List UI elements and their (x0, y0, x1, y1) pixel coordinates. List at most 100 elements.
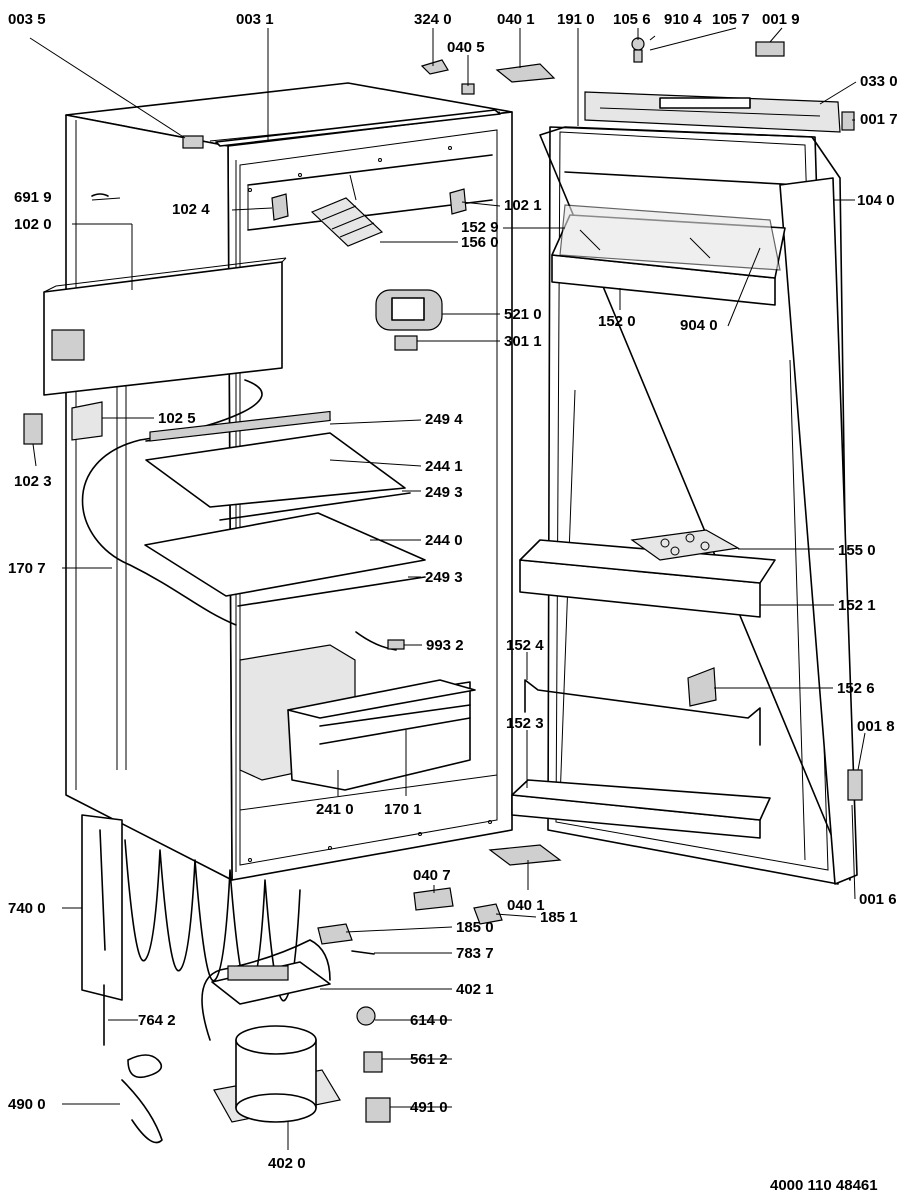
label-249-3-upper: 249 3 (425, 484, 463, 501)
label-040-1-top: 040 1 (497, 11, 535, 28)
label-910-4: 910 4 (664, 11, 702, 28)
glass-shelf-upper (145, 410, 411, 521)
label-170-1: 170 1 (384, 801, 422, 818)
door-balcony-middle (519, 539, 776, 618)
hinge-pin-plate (420, 59, 449, 75)
hinge-cap (755, 41, 785, 57)
label-521-0: 521 0 (504, 306, 542, 323)
compressor-mount (211, 961, 331, 1005)
label-040-5: 040 5 (447, 39, 485, 56)
relay-parts (356, 1006, 391, 1123)
label-033-0: 033 0 (860, 73, 898, 90)
label-003-1: 003 1 (236, 11, 274, 28)
hinge-screw (631, 37, 645, 63)
label-102-5: 102 5 (158, 410, 196, 427)
label-105-6: 105 6 (613, 11, 651, 28)
label-001-9: 001 9 (762, 11, 800, 28)
door-outer-frame (779, 177, 858, 885)
label-740-0: 740 0 (8, 900, 46, 917)
label-783-7: 783 7 (456, 945, 494, 962)
label-249-4: 249 4 (425, 411, 463, 428)
label-102-0: 102 0 (14, 216, 52, 233)
label-241-0: 241 0 (316, 801, 354, 818)
inner-liner (81, 379, 263, 626)
label-156-0: 156 0 (461, 234, 499, 251)
label-764-2: 764 2 (138, 1012, 176, 1029)
label-904-0: 904 0 (680, 317, 718, 334)
bracket-end-cap (841, 111, 855, 131)
hinge-top (495, 63, 556, 83)
label-152-6: 152 6 (837, 680, 875, 697)
power-cord (121, 1079, 163, 1144)
label-105-7: 105 7 (712, 11, 750, 28)
support-part (71, 401, 103, 441)
door-balcony-top (551, 204, 786, 306)
label-170-7: 170 7 (8, 560, 46, 577)
hinge-pin-lower-right (473, 903, 503, 925)
lamp-holder-left (271, 193, 289, 221)
sensor-clip (91, 193, 109, 197)
bottle-stop (687, 667, 717, 707)
label-491-0: 491 0 (410, 1099, 448, 1116)
label-040-1-bottom: 040 1 (507, 897, 545, 914)
part-labels: 003 5 003 1 324 0 040 1 191 0 105 6 910 … (8, 11, 898, 1194)
label-324-0: 324 0 (414, 11, 452, 28)
label-691-9: 691 9 (14, 189, 52, 206)
label-244-0: 244 0 (425, 532, 463, 549)
label-191-0: 191 0 (557, 11, 595, 28)
cover-bracket (51, 329, 85, 361)
crisper-drawer (287, 679, 476, 791)
top-hinge-bracket (584, 91, 841, 133)
document-number: 4000 110 48461 (770, 1177, 878, 1194)
label-152-1: 152 1 (838, 597, 876, 614)
label-102-1: 102 1 (504, 197, 542, 214)
label-993-2: 993 2 (426, 637, 464, 654)
top-strip-part (215, 109, 501, 147)
control-panel-cover (43, 257, 287, 396)
label-249-3-lower: 249 3 (425, 569, 463, 586)
label-185-0: 185 0 (456, 919, 494, 936)
compressor (201, 939, 341, 1123)
label-001-6: 001 6 (859, 891, 897, 908)
label-001-8: 001 8 (857, 718, 895, 735)
glass-shelf-lower (144, 512, 426, 607)
label-152-4: 152 4 (506, 637, 544, 654)
door-gasket (539, 126, 851, 881)
label-402-0: 402 0 (268, 1155, 306, 1172)
label-490-0: 490 0 (8, 1096, 46, 1113)
label-614-0: 614 0 (410, 1012, 448, 1029)
hinge-left (23, 413, 43, 445)
label-155-0: 155 0 (838, 542, 876, 559)
connector-part (387, 639, 405, 650)
label-102-3: 102 3 (14, 473, 52, 490)
label-185-1: 185 1 (540, 909, 578, 926)
bottle-rail (524, 679, 761, 746)
label-152-3: 152 3 (506, 715, 544, 732)
hinge-bottom (488, 844, 562, 866)
hinge-lower-right (847, 769, 863, 801)
clip-plate (413, 887, 454, 911)
tube-part (351, 950, 375, 955)
leader-lines (29, 27, 866, 1150)
thermostat-control (375, 289, 443, 331)
door-balcony-bottom (511, 779, 771, 839)
label-104-0: 104 0 (857, 192, 895, 209)
label-152-9: 152 9 (461, 219, 499, 236)
lamp-cover (394, 335, 418, 351)
label-402-1: 402 1 (456, 981, 494, 998)
label-152-0: 152 0 (598, 313, 636, 330)
lamp-holder-right (449, 188, 467, 215)
label-561-2: 561 2 (410, 1051, 448, 1068)
egg-tray (630, 529, 740, 561)
label-102-4: 102 4 (172, 201, 210, 218)
ice-tray (310, 197, 384, 247)
label-003-5: 003 5 (8, 11, 46, 28)
power-cable-coil (127, 1054, 163, 1079)
label-244-1: 244 1 (425, 458, 463, 475)
condenser (81, 814, 301, 1002)
hinge-cover-part (182, 135, 204, 149)
label-001-7: 001 7 (860, 111, 898, 128)
label-040-7: 040 7 (413, 867, 451, 884)
